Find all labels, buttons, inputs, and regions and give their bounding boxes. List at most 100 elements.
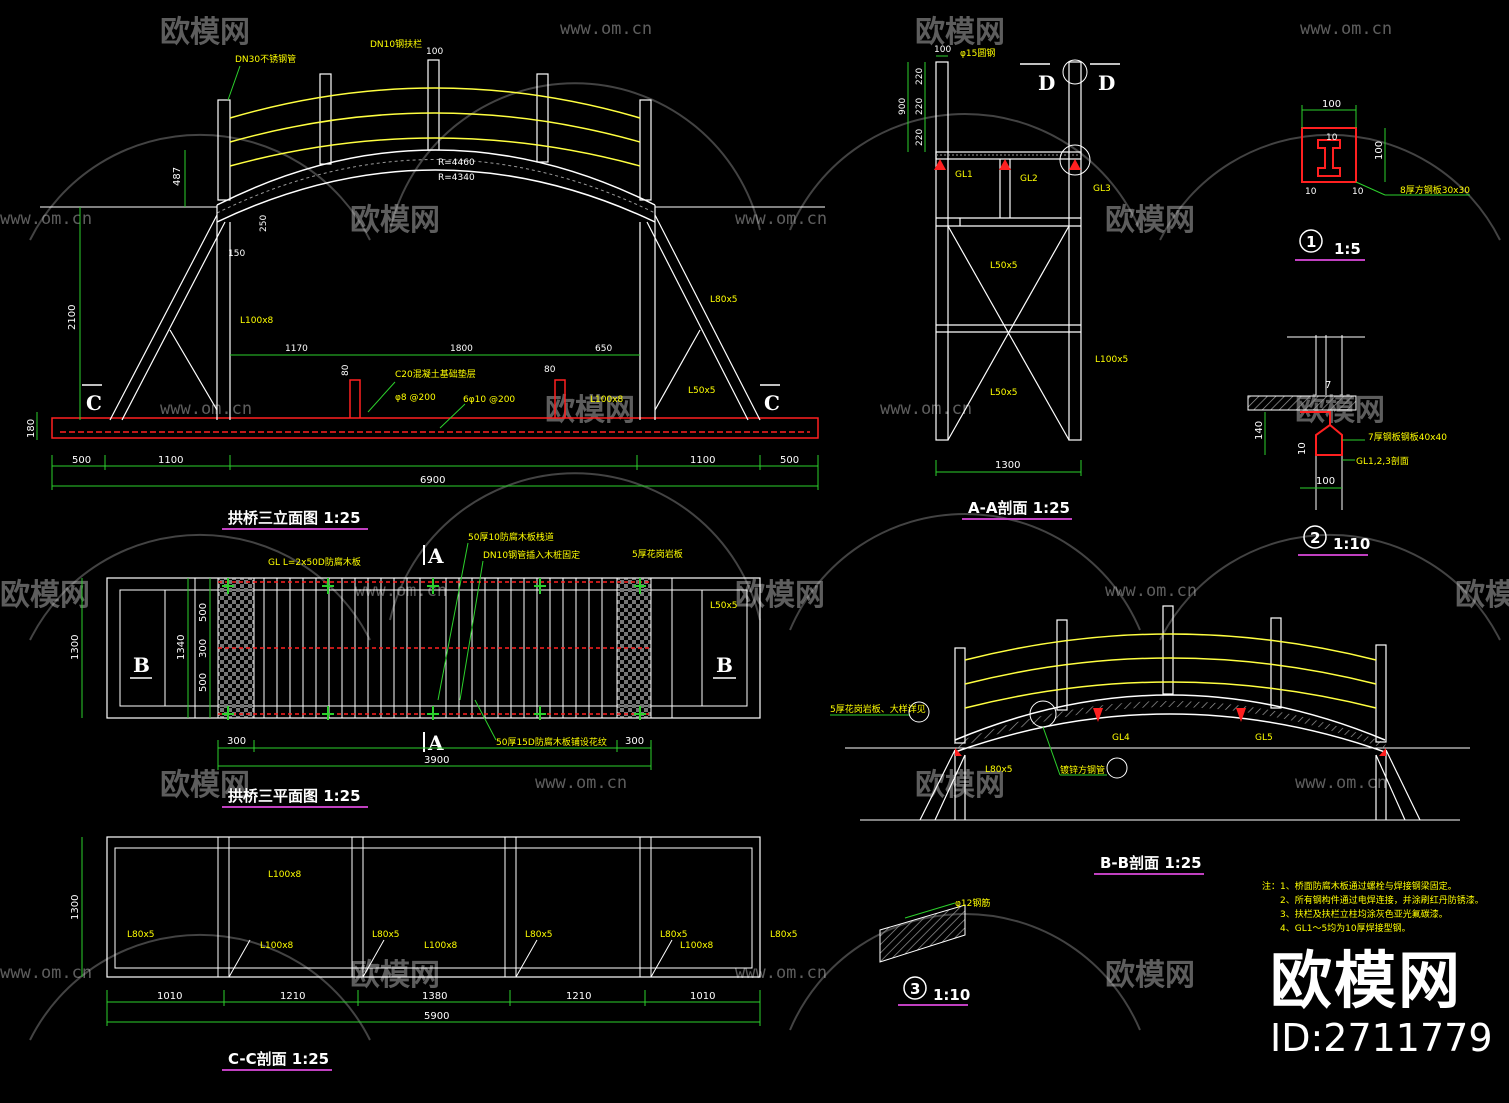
- aa-dim-100: 100: [934, 45, 951, 55]
- plan-dim-3900: 3900: [424, 755, 449, 766]
- aa-label-gl1: GL1: [955, 170, 973, 180]
- dim-500a: 500: [72, 455, 91, 466]
- watermark-brand: 欧模网: [160, 768, 250, 803]
- plan-dim-300b: 300: [625, 736, 644, 747]
- d3-note: φ12钢筋: [955, 897, 990, 909]
- cc-dim-1300: 1300: [70, 895, 81, 920]
- watermark-brand: 欧模网: [915, 768, 1005, 803]
- section-mark-d: D: [1038, 71, 1055, 95]
- plan-view: B B A A 1300 1340 500 300 500 300 300 39…: [70, 531, 761, 770]
- aa-dim-900: 900: [898, 98, 908, 115]
- detail-2: 140 10 100 7 7厚钢板钢板40x40 GL1,2,3剖面 2 1:1…: [1247, 335, 1447, 556]
- plan-label-t5: 5厚花岗岩板: [632, 548, 683, 560]
- detail3-scale: 1:10: [933, 986, 970, 1004]
- bb-note2: 镀锌方钢管: [1060, 764, 1105, 776]
- watermark-url: www.om.cn: [1300, 19, 1392, 39]
- d1-dim-100b: 100: [1374, 141, 1385, 160]
- cc-label-f: L80x5: [525, 930, 553, 940]
- cc-dim-1210a: 1210: [280, 991, 305, 1002]
- watermark-arcs: [29, 82, 1501, 1041]
- watermark-url: www.om.cn: [560, 19, 652, 39]
- detail-3: φ12钢筋 3 1:10: [879, 897, 990, 1006]
- watermark-url: www.om.cn: [535, 773, 627, 793]
- detail2-number: 2: [1310, 529, 1320, 547]
- dim-500b: 500: [780, 455, 799, 466]
- dim-1170: 1170: [285, 344, 308, 354]
- dim-650: 650: [595, 344, 612, 354]
- label-dn30: DN30不锈钢管: [235, 53, 296, 65]
- dim-r4340: R=4340: [438, 173, 475, 183]
- section-mark-a: A: [427, 544, 444, 568]
- watermark-url: www.om.cn: [355, 581, 447, 601]
- watermark-url: www.om.cn: [880, 399, 972, 419]
- aa-dim-1300: 1300: [995, 460, 1020, 471]
- watermark-brand: 欧模网: [160, 15, 250, 50]
- dim-80b: 80: [544, 365, 556, 375]
- section-mark-b: B: [716, 653, 733, 677]
- watermark-brand: 欧模网: [350, 958, 440, 993]
- d2-dim-7: 7: [1325, 380, 1331, 391]
- note-2: 2、所有钢构件通过电焊连接，并涂刷红丹防锈漆。: [1280, 894, 1484, 906]
- d1-dim-10c: 10: [1352, 187, 1364, 197]
- cc-dim-1010b: 1010: [690, 991, 715, 1002]
- cc-label-c: L100x8: [260, 941, 294, 951]
- watermark-brand: 欧模网: [545, 393, 635, 428]
- elevation-dim-lines: [36, 150, 819, 490]
- section-mark-c: C: [764, 391, 780, 415]
- dim-6900: 6900: [420, 475, 445, 486]
- watermark-url: www.om.cn: [735, 209, 827, 229]
- watermark-url: www.om.cn: [0, 209, 92, 229]
- bb-title: B-B剖面 1:25: [1100, 854, 1202, 872]
- plan-label-t50: 50厚10防腐木板栈道: [468, 531, 554, 543]
- cc-label-g: L80x5: [770, 930, 798, 940]
- plan-label-l50: L50x5: [710, 601, 738, 611]
- plan-label-dn10: DN10钢管插入木桩固定: [483, 549, 580, 561]
- plan-dim-1340: 1340: [176, 635, 187, 660]
- elevation-title: 拱桥三立面图 1:25: [228, 509, 361, 527]
- section-mark-b: B: [133, 653, 150, 677]
- label-l50x5: L50x5: [688, 386, 716, 396]
- section-mark-c: C: [86, 391, 102, 415]
- watermark-url: www.om.cn: [1105, 581, 1197, 601]
- plan-dim-500b: 500: [198, 673, 209, 692]
- railing-posts: [217, 59, 652, 201]
- detail-1: 100 100 10 10 10 8厚方钢板30x30 1 1:5: [1295, 99, 1470, 261]
- d1-note: 8厚方钢板30x30: [1400, 184, 1470, 196]
- aa-label-gl2: GL2: [1020, 174, 1038, 184]
- support-legs: [109, 205, 761, 421]
- watermark-brand: 欧模网: [1105, 958, 1195, 993]
- section-mark-d: D: [1098, 71, 1115, 95]
- dim-1100b: 1100: [690, 455, 715, 466]
- detail3-number: 3: [910, 980, 920, 998]
- watermark-url: www.om.cn: [735, 963, 827, 983]
- brand-name: 欧模网: [1270, 944, 1463, 1017]
- label-phi10: 6φ10 @200: [463, 395, 515, 405]
- note-4: 4、GL1～5均为10厚焊接型钢。: [1280, 922, 1411, 934]
- cc-dim-1380: 1380: [422, 991, 447, 1002]
- d1-dim-100a: 100: [1322, 99, 1341, 110]
- detail2-scale: 1:10: [1333, 535, 1370, 553]
- dim-150: 150: [228, 249, 245, 259]
- watermark-brand: 欧模网: [735, 578, 825, 613]
- aa-dim-220b: 220: [915, 98, 925, 115]
- cc-label-b: L100x8: [268, 870, 302, 880]
- watermark-url: www.om.cn: [1295, 773, 1387, 793]
- aa-label-l50a: L50x5: [990, 261, 1018, 271]
- plan-label-t50b: 50厚15D防腐木板铺设花纹: [496, 736, 607, 748]
- aa-dim-220c: 220: [915, 129, 925, 146]
- aa-section-view: D D 1300 100 900 220 220 220 φ15圆钢 L50x5…: [898, 45, 1128, 476]
- watermark-url: www.om.cn: [160, 399, 252, 419]
- dim-80a: 80: [341, 364, 351, 376]
- label-c20: C20混凝土基础垫层: [395, 368, 476, 380]
- section-mark-a: A: [427, 731, 444, 755]
- cc-label-i: L80x5: [660, 930, 688, 940]
- dim-100: 100: [426, 47, 443, 57]
- aa-label-phi15: φ15圆钢: [960, 47, 995, 59]
- d2-note2: GL1,2,3剖面: [1356, 455, 1409, 467]
- note-3: 3、扶栏及扶栏立柱均涂灰色亚光氟碳漆。: [1280, 908, 1448, 920]
- d1-dim-10b: 10: [1305, 187, 1317, 197]
- aa-dim-220a: 220: [915, 68, 925, 85]
- cc-label-a: L80x5: [127, 930, 155, 940]
- cc-dim-1010a: 1010: [157, 991, 182, 1002]
- watermark-brand: 欧模网: [1105, 203, 1195, 238]
